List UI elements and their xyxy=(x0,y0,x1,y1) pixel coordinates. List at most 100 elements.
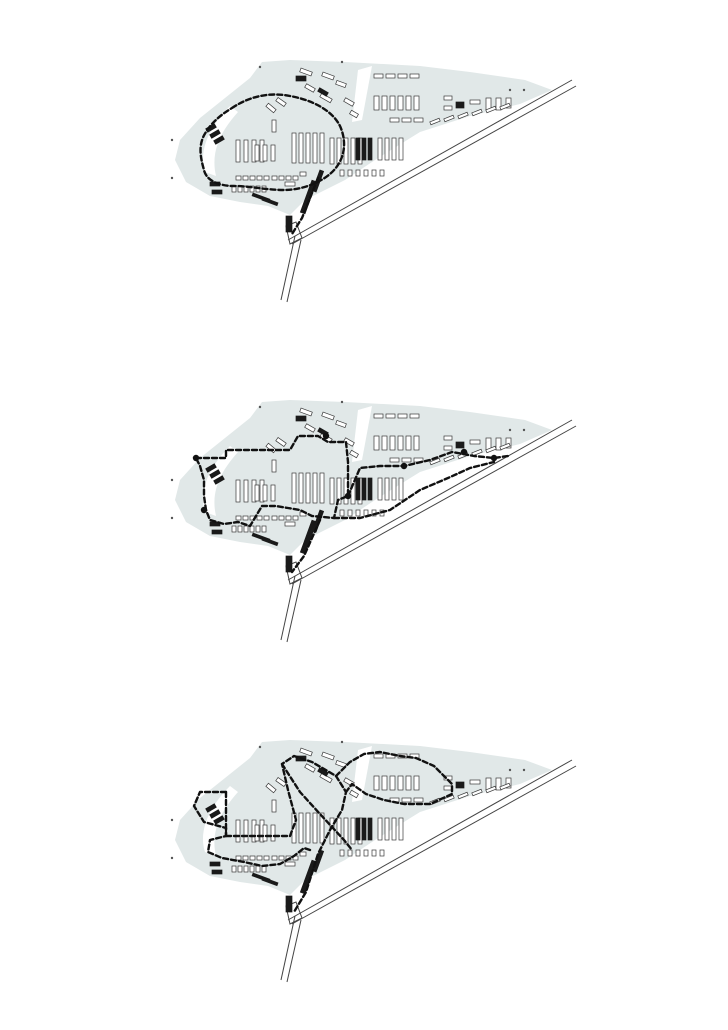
building xyxy=(443,114,455,123)
building xyxy=(413,435,420,451)
building xyxy=(305,472,311,504)
building xyxy=(385,413,396,419)
building xyxy=(405,435,412,451)
building xyxy=(285,175,292,181)
building xyxy=(262,144,268,162)
highlighted-building xyxy=(213,815,225,825)
building xyxy=(391,137,397,161)
building xyxy=(231,525,237,533)
building xyxy=(275,97,287,107)
building xyxy=(355,849,361,857)
highlighted-building xyxy=(205,463,217,473)
building xyxy=(355,509,361,517)
building xyxy=(242,515,249,521)
access-road xyxy=(286,239,302,303)
access-road xyxy=(280,915,296,981)
building xyxy=(485,445,497,454)
survey-marker xyxy=(508,88,512,92)
building xyxy=(343,817,349,845)
highlighted-building xyxy=(213,475,225,485)
building xyxy=(321,71,335,81)
building xyxy=(278,515,285,521)
highway-road xyxy=(291,425,577,585)
survey-marker xyxy=(258,405,262,409)
building xyxy=(305,812,311,844)
building xyxy=(371,169,377,177)
building xyxy=(305,132,311,164)
site-plan-svg xyxy=(170,60,577,303)
building xyxy=(249,525,255,533)
building xyxy=(335,419,347,429)
building xyxy=(398,817,404,841)
building xyxy=(389,95,396,111)
junction-triangle xyxy=(285,221,303,245)
building xyxy=(371,849,377,857)
building xyxy=(249,175,256,181)
route-diagonal xyxy=(280,762,354,852)
base-plan xyxy=(170,740,577,983)
building xyxy=(292,175,299,181)
site-plan-svg xyxy=(170,740,577,983)
base-plan xyxy=(170,400,577,643)
building xyxy=(347,849,353,857)
building xyxy=(235,175,242,181)
building xyxy=(413,797,424,803)
building xyxy=(505,97,512,109)
building xyxy=(384,817,390,841)
route-link xyxy=(290,518,322,574)
survey-marker xyxy=(170,138,174,142)
building xyxy=(255,865,261,873)
building xyxy=(231,865,237,873)
highlighted-building xyxy=(285,895,293,913)
building xyxy=(329,137,335,165)
building xyxy=(391,817,397,841)
building xyxy=(335,759,347,769)
site-plan-panel-3 xyxy=(0,680,728,1010)
building xyxy=(304,423,316,433)
site-clearing xyxy=(202,106,238,176)
building xyxy=(256,855,263,861)
survey-marker xyxy=(522,428,526,432)
route-stop-node xyxy=(490,454,498,462)
building xyxy=(298,812,304,844)
site-clearing xyxy=(352,66,372,122)
building xyxy=(271,515,278,521)
building xyxy=(249,865,255,873)
building xyxy=(373,753,384,759)
survey-marker xyxy=(340,400,344,404)
highlighted-building xyxy=(209,469,221,479)
highlighted-building xyxy=(261,876,279,887)
building xyxy=(237,865,243,873)
survey-marker xyxy=(258,65,262,69)
building xyxy=(347,169,353,177)
highlighted-building xyxy=(367,817,373,841)
highlighted-building xyxy=(455,101,465,109)
building xyxy=(443,95,453,101)
route-stop-node xyxy=(400,462,408,470)
highlighted-building xyxy=(211,189,223,195)
building xyxy=(336,817,342,845)
route-loop xyxy=(199,93,346,192)
highlighted-building xyxy=(355,137,361,161)
building xyxy=(381,775,388,791)
building xyxy=(299,171,307,177)
survey-marker xyxy=(508,428,512,432)
highlighted-building xyxy=(261,196,279,207)
building xyxy=(270,824,276,842)
building xyxy=(398,477,404,501)
building xyxy=(495,777,502,791)
highlighted-building xyxy=(213,135,225,145)
survey-marker xyxy=(258,745,262,749)
building xyxy=(249,185,255,193)
building xyxy=(304,83,316,93)
survey-marker xyxy=(170,856,174,860)
survey-marker xyxy=(170,516,174,520)
building xyxy=(339,849,345,857)
site-plan-panel-2 xyxy=(0,340,728,670)
access-road xyxy=(280,235,296,301)
building xyxy=(385,73,396,79)
building xyxy=(335,79,347,89)
building xyxy=(363,169,369,177)
site-plan-svg xyxy=(170,400,577,643)
route-link xyxy=(290,176,320,236)
